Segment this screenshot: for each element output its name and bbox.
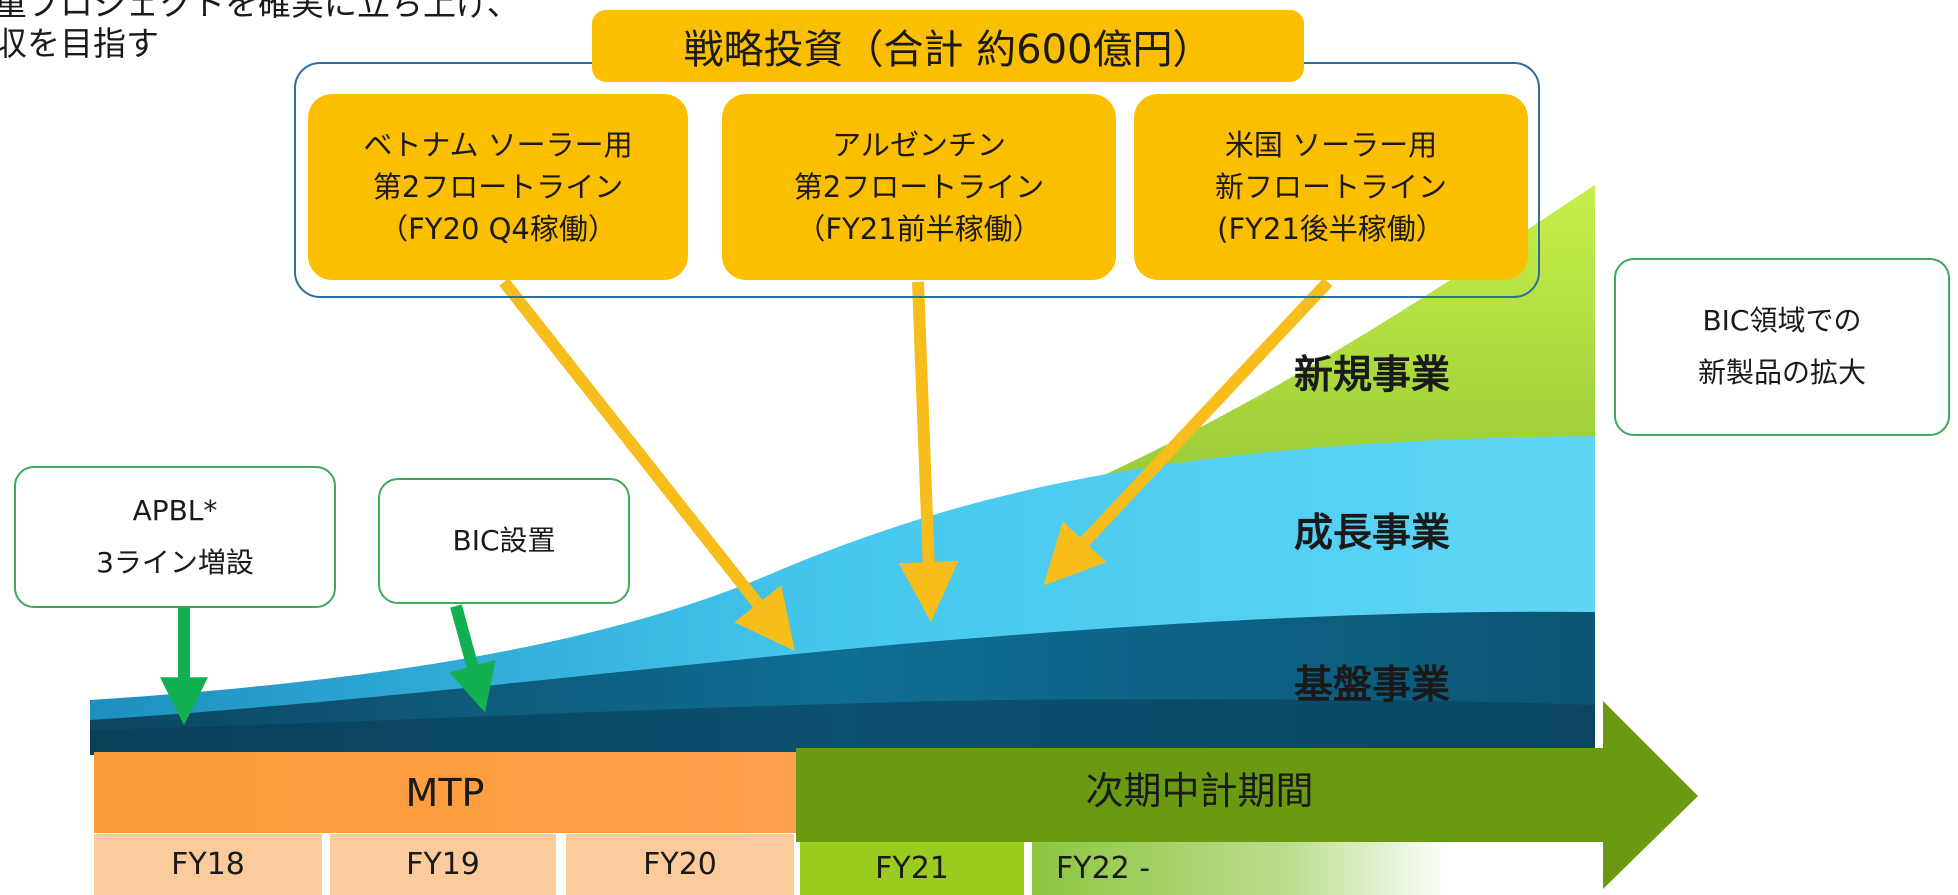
fy19-label: FY19 [406, 847, 480, 882]
project-argentina-line-1: アルゼンチン [832, 128, 1006, 162]
bic-note-text: BIC設置 [452, 524, 556, 557]
mtp-label: MTP [405, 770, 485, 815]
project-argentina-line-3: （FY21前半稼働） [796, 212, 1042, 246]
project-us-line-1: 米国 ソーラー用 [1224, 128, 1438, 162]
project-vietnam: ベトナム ソーラー用 第2フロートライン （FY20 Q4稼働） [308, 94, 688, 280]
invest-arrow-us [1043, 277, 1333, 586]
segment-label-growth: 成長事業 [1294, 511, 1451, 556]
segment-label-base: 基盤事業 [1294, 663, 1451, 708]
fy20-cell [566, 834, 794, 895]
apbl-note-box: APBL* 3ライン増設 [14, 466, 336, 608]
fy22-cell [1032, 842, 1452, 895]
invest-arrow-vietnam [499, 278, 795, 651]
fy19-cell [330, 834, 556, 895]
apbl-note-line-1: APBL* [132, 494, 218, 527]
fy20-label: FY20 [643, 847, 717, 882]
invest-arrow-argentina [898, 281, 959, 622]
intro-line-1: 重プロジェクトを確実に立ち上げ、 [0, 0, 520, 23]
project-us-line-3: (FY21後半稼働） [1217, 212, 1445, 246]
apbl-note-line-2: 3ライン増設 [96, 546, 254, 579]
bic-new-products-note-box: BIC領域での 新製品の拡大 [1614, 258, 1950, 436]
intro-line-2: 収を目指す [0, 24, 159, 63]
next-period-label: 次期中計期間 [1085, 768, 1314, 813]
fy18-label: FY18 [171, 847, 245, 882]
project-us: 米国 ソーラー用 新フロートライン (FY21後半稼働） [1134, 94, 1528, 280]
bic-new-note-line-1: BIC領域での [1702, 304, 1862, 337]
strategic-investment-title: 戦略投資（合計 約600億円） [592, 10, 1304, 82]
fy18-cell [94, 834, 322, 895]
project-argentina: アルゼンチン 第2フロートライン （FY21前半稼働） [722, 94, 1116, 280]
project-vietnam-line-1: ベトナム ソーラー用 [363, 128, 633, 162]
fy21-cell [800, 842, 1024, 895]
bic-note-box: BIC設置 [378, 478, 630, 604]
segment-label-new: 新規事業 [1294, 353, 1451, 398]
bic-arrow [449, 604, 496, 713]
fy22-label: FY22 - [1056, 851, 1151, 886]
project-vietnam-line-2: 第2フロートライン [372, 170, 624, 204]
project-argentina-line-2: 第2フロートライン [793, 170, 1045, 204]
project-us-line-2: 新フロートライン [1214, 170, 1447, 204]
base-business-shadow [90, 699, 1595, 755]
project-vietnam-line-3: （FY20 Q4稼働） [379, 212, 617, 246]
mtp-bar [94, 752, 796, 833]
bic-new-note-line-2: 新製品の拡大 [1697, 356, 1866, 389]
fy21-label: FY21 [875, 851, 949, 886]
